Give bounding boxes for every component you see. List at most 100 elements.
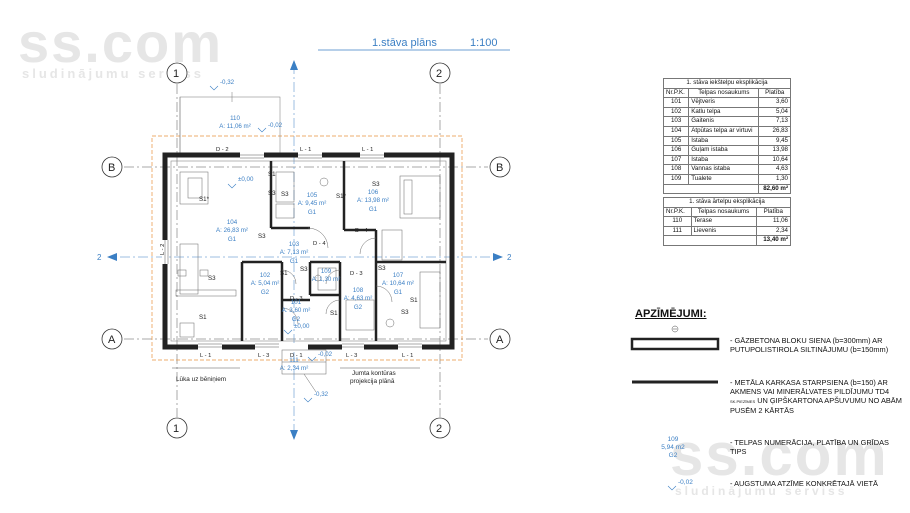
room-tags: 110 A: 11,06 m² 104 A: 26,83 m² G1 105 A…: [216, 115, 414, 372]
grid-label-b-right: B: [496, 162, 503, 174]
svg-text:A: 26,83 m²: A: 26,83 m²: [216, 227, 248, 234]
roof-outline: [151, 135, 463, 361]
legend-sample-level: -0,02: [678, 479, 693, 486]
window-openings: [162, 152, 422, 350]
room-area: 11,06: [755, 216, 792, 227]
svg-text:A: 9,45 m²: A: 9,45 m²: [298, 200, 327, 207]
svg-text:S3: S3: [378, 265, 386, 272]
table2-header: Nr.P.K.: [663, 206, 692, 218]
room-area: 26,83: [758, 125, 791, 137]
level-floor-entry: ±0,00: [294, 323, 310, 330]
room-name: Guļam istaba: [688, 145, 760, 156]
grid-label-b-left: B: [108, 162, 115, 174]
svg-text:G1: G1: [369, 206, 378, 213]
svg-text:A: 3,60 m²: A: 3,60 m²: [282, 307, 311, 314]
row-number: 108: [662, 164, 690, 175]
legend-sample-floor: G2: [669, 452, 678, 459]
table2-title: 1. stāva ārtelpu eksplikācija: [663, 197, 791, 208]
row-number: 105: [662, 135, 690, 147]
svg-text:S3: S3: [208, 275, 216, 282]
room-area: 10,64: [758, 154, 791, 166]
svg-text:A: 13,98 m²: A: 13,98 m²: [357, 197, 389, 204]
room-area: 13,98: [758, 145, 791, 156]
svg-text:S1*: S1*: [336, 193, 347, 200]
table1-total-spacer: [662, 183, 760, 195]
grid-label-1-top: 1: [173, 68, 179, 80]
svg-text:109: 109: [321, 268, 332, 275]
legend-heading: APZĪMĒJUMI:: [635, 308, 707, 320]
svg-text:L - 3: L - 3: [346, 353, 357, 359]
svg-text:G2: G2: [261, 289, 270, 296]
level-terrace-2: -0,02: [268, 122, 283, 129]
svg-text:G1: G1: [290, 258, 299, 265]
room-name: Atpūtas telpa ar virtuvi: [688, 125, 760, 137]
wall-type-labels: S1* S1 S3 S1 S3 S3 S3 S1* S3 S3 S1 S1 S3…: [199, 171, 418, 321]
svg-text:S3: S3: [372, 181, 380, 188]
room-name: Gaitenis: [688, 116, 760, 127]
level-markers: [209, 85, 317, 403]
room-area: 5,04: [758, 106, 791, 118]
svg-text:D - 4: D - 4: [313, 241, 326, 247]
svg-text:L - 2: L - 2: [160, 244, 166, 255]
room-name: Lievenis: [690, 225, 757, 237]
svg-text:S1: S1: [410, 297, 418, 304]
row-number: 102: [662, 106, 690, 118]
svg-text:S1: S1: [330, 310, 338, 317]
svg-text:104: 104: [227, 219, 238, 226]
room-name: Vējtveris: [688, 97, 760, 108]
svg-text:105: 105: [307, 192, 318, 199]
room-name: Katlu telpa: [688, 106, 760, 118]
section-labels: L - 1 L - 1 D - 2 L - 1 L - 3 L - 3 L - …: [160, 147, 413, 359]
legend-item-room-tag: - TELPAS NUMERĀCIJA, PLATĪBA UN GRĪDAS T…: [730, 438, 889, 456]
table2-header: Platība: [755, 206, 792, 218]
svg-text:S1: S1: [199, 314, 207, 321]
room-name: Vannas istaba: [688, 164, 760, 175]
hatch-note: Lūka uz bēniņiem: [176, 376, 226, 383]
level-terrace: -0,32: [220, 79, 235, 86]
svg-text:S1*: S1*: [199, 196, 210, 203]
roof-note-line2: projekcija plānā: [350, 378, 395, 385]
svg-text:G1: G1: [394, 289, 403, 296]
furniture: [175, 171, 441, 338]
interior-explication-table: 1. stāva iekštelpu eksplikācija Nr.P.K. …: [662, 78, 791, 195]
row-number: 101: [662, 97, 690, 108]
room-area: 2,34: [755, 225, 792, 237]
room-name: Tualete: [688, 173, 760, 185]
section-label-left: 2: [97, 253, 102, 262]
exterior-explication-table: 1. stāva ārtelpu eksplikācija Nr.P.K. Te…: [663, 197, 792, 246]
table2-header: Telpas nosaukums: [690, 206, 757, 218]
svg-text:D - 1: D - 1: [290, 353, 303, 359]
table1-header: Telpas nosaukums: [688, 87, 760, 99]
row-number: 111: [663, 225, 692, 237]
plan-scale: 1:100: [470, 37, 498, 49]
legend-sample-num: 109: [668, 436, 679, 443]
table2-total-spacer: [663, 235, 757, 246]
table1-header: Nr.P.K.: [662, 87, 690, 99]
grid-label-a-right: A: [496, 334, 504, 346]
grid-label-1-bottom: 1: [173, 423, 179, 435]
svg-text:102: 102: [260, 272, 271, 279]
svg-text:D - 4: D - 4: [355, 228, 368, 234]
svg-text:A: 5,04 m²: A: 5,04 m²: [251, 280, 280, 287]
window-glazing: [164, 154, 422, 348]
svg-text:107: 107: [393, 272, 404, 279]
grid-lines: [120, 64, 500, 430]
svg-text:S3: S3: [281, 191, 289, 198]
svg-text:S3: S3: [401, 309, 409, 316]
svg-text:S3: S3: [300, 266, 308, 273]
grid-label-2-top: 2: [436, 68, 442, 80]
legend-item-partition-text-2: UN ĢIPŠKARTONA APŠUVUMU NO ABĀM PUSĒM 2 …: [730, 396, 902, 415]
row-number: 107: [662, 154, 690, 166]
level-entry-2: -0,32: [314, 391, 329, 398]
legend-item-partition-text: - METĀLA KARKASA STARPSIENA (b=150) AR A…: [730, 378, 890, 396]
row-number: 106: [662, 145, 690, 156]
